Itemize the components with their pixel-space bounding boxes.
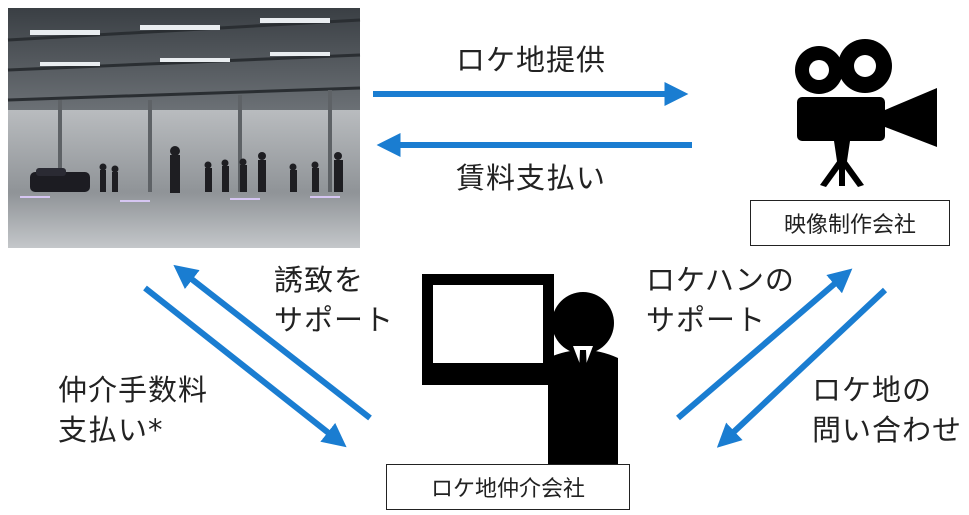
- label-rent-payment: 賃料支払い: [456, 161, 607, 195]
- arrow-invite-support: [173, 264, 372, 421]
- label-location-provision: ロケ地提供: [456, 43, 607, 77]
- label-scouting-support-line1: ロケハンの: [646, 263, 795, 297]
- arrow-location-inquiry: [716, 287, 888, 448]
- label-invite-support-line2: サポート: [274, 303, 395, 337]
- label-scouting-support-line2: サポート: [646, 303, 767, 337]
- label-invite-support-line1: 誘致を: [274, 263, 365, 297]
- label-location-inquiry-line1: ロケ地の: [812, 373, 933, 407]
- arrow-commission-payment: [143, 285, 347, 448]
- label-location-inquiry: ロケ地の 問い合わせ: [812, 370, 962, 450]
- label-commission-payment-line1: 仲介手数料: [58, 373, 209, 407]
- label-invite-support: 誘致を サポート: [274, 260, 394, 340]
- label-commission-payment: 仲介手数料 支払い*: [58, 370, 208, 450]
- label-commission-payment-line2: 支払い*: [58, 413, 164, 447]
- label-location-inquiry-line2: 問い合わせ: [812, 413, 963, 447]
- arrow-scouting-support: [676, 268, 853, 421]
- label-scouting-support: ロケハンの サポート: [646, 260, 795, 340]
- broker-label: ロケ地仲介会社: [386, 464, 630, 510]
- film-company-label: 映像制作会社: [750, 200, 950, 246]
